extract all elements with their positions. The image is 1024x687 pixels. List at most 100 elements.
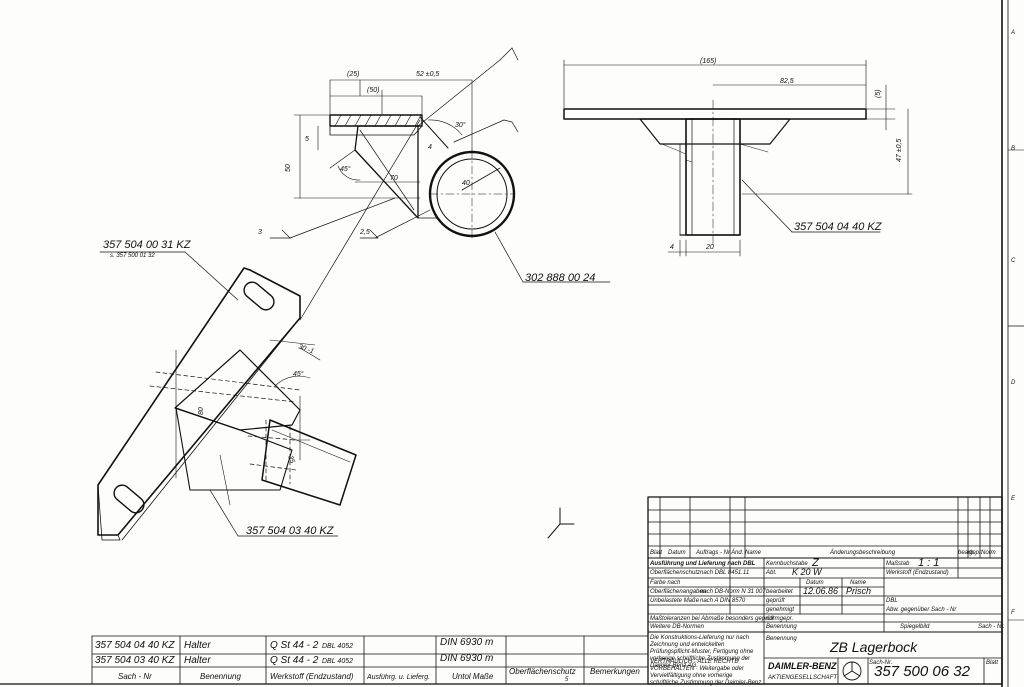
dim-80: 80 — [198, 407, 205, 415]
tb-name-label: Name — [850, 580, 867, 586]
zone-c: C — [1011, 258, 1016, 264]
iso-view — [97, 251, 357, 541]
tb-farbe: Farbe nach — [650, 580, 681, 586]
tb-head-aend: Änd. Name — [731, 550, 762, 556]
parts-head-oberflaeche: Oberflächenschutz — [509, 667, 576, 676]
tb-unbelastete: Unbelastete Maße — [650, 598, 700, 604]
tb-sachnr-small: Sach - Nr. — [978, 624, 1005, 630]
part-label-bottom: 357 504 03 40 KZ — [246, 525, 334, 537]
tb-blatt-label: Blatt — [986, 660, 999, 666]
dim-5-right: (5) — [875, 89, 882, 98]
parts-head-benennung: Benennung — [200, 672, 241, 681]
tb-oberflaechenangaben-norm: nach DB-Norm N 31 007 — [700, 589, 766, 595]
company-name: DAIMLER-BENZ — [768, 661, 837, 671]
dim-40: 40 — [462, 180, 470, 187]
tb-benennung-small: Benennung — [766, 624, 797, 630]
tb-head-bearb: bearb. — [958, 550, 976, 556]
tb-abweichung: Abw. gegenüber Sach - Nr — [886, 607, 957, 613]
tb-geprueft-label: geprüft — [766, 598, 785, 604]
tb-benennung-label: Benennung — [766, 636, 797, 642]
drawing-number: 357 500 06 32 — [874, 663, 970, 680]
dim-25: (25) — [347, 71, 360, 78]
dim-4: 4 — [428, 144, 432, 151]
dim-3: 3 — [258, 229, 262, 236]
tb-head-auftrag: Auftrags - Nr — [696, 550, 731, 556]
zone-e: E — [1011, 496, 1016, 502]
drawing-title: ZB Lagerbock — [830, 639, 918, 655]
parts-row1-werkstoff: Q St 44 - 2 — [270, 640, 319, 651]
tb-genehmigt-label: genehmigt — [766, 607, 795, 613]
dim-165: (165) — [700, 58, 717, 65]
dim-25b: 2,5 — [360, 229, 370, 236]
parts-row2-nr: 357 504 03 40 KZ — [95, 655, 175, 666]
tb-sachnr-label: Sach-Nr. — [869, 660, 893, 666]
tb-ausfuehrung: Ausführung und Lieferung nach DBL — [650, 561, 756, 567]
dim-30deg: 30° — [455, 122, 466, 129]
tb-datum-label: Datum — [806, 580, 824, 586]
dim-4b: 4 — [670, 244, 674, 251]
zone-a: A — [1011, 30, 1016, 36]
zone-d: D — [1011, 380, 1016, 386]
parts-row1-nr: 357 504 04 40 KZ — [95, 640, 175, 651]
tb-bearbeitet-label: bearbeitet — [766, 589, 793, 595]
dim-47: 47 ±0,5 — [896, 138, 903, 162]
parts-head-bemerkungen: Bemerkungen — [590, 667, 640, 676]
tb-werkstoff-label: Werkstoff (Endzustand) — [886, 570, 949, 576]
parts-row1-dbl: DBL 4052 — [322, 643, 354, 650]
dim-5: 5 — [305, 136, 309, 143]
dim-70: 70 — [390, 175, 398, 182]
parts-list-grid — [91, 635, 649, 685]
part-label-tube: 302 888 00 24 — [525, 272, 596, 284]
tb-head-gepr: gepr. — [969, 550, 983, 556]
dim-50-vertical: 50 — [285, 164, 292, 172]
tb-head-norm: Norm — [981, 550, 996, 556]
parts-row2-din: DIN 6930 m — [440, 653, 494, 664]
part-label-right: 357 504 04 40 KZ — [794, 221, 882, 233]
parts-head-sach: Sach - Nr — [118, 672, 152, 681]
tb-bearbeitet-date: 12.06.86 — [803, 586, 839, 596]
tb-legal-text: Die Konstruktions-Lieferung nur nach Zei… — [650, 635, 754, 669]
parts-head-untol: Untol Maße — [452, 672, 494, 681]
zone-f: F — [1011, 610, 1015, 616]
tb-massstab-label: Maßstab — [886, 561, 910, 567]
tb-legal-text-2: VERTRAULICH · ALLE RECHTE VORBEHALTEN · … — [650, 659, 762, 686]
tb-massstab-value: 1 : 1 — [918, 557, 940, 569]
company-sub: AKTIENGESELLSCHAFT — [768, 675, 838, 681]
front-view — [563, 59, 913, 257]
dim-825: 82,5 — [780, 78, 794, 85]
parts-row1-din: DIN 6930 m — [440, 637, 494, 648]
tb-oberflaechenangaben: Oberflächenangaben — [650, 589, 707, 595]
part-label-top: 357 504 00 31 KZ — [103, 239, 191, 251]
axis-symbol-icon — [547, 507, 575, 539]
parts-row2-name: Halter — [184, 655, 211, 666]
tb-head-blatt: Blatt — [650, 550, 663, 556]
parts-row2-werkstoff: Q St 44 - 2 — [270, 655, 319, 666]
tb-head-beschreibung: Änderungsbeschreibung — [830, 550, 896, 556]
tb-kennbuchstabe-value: Z — [812, 557, 819, 569]
tb-abt-label: Abt. — [766, 570, 777, 576]
parts-head-ausfuehrung: Ausführg. u. Lieferg. — [367, 674, 431, 681]
tb-oberflaechenschutz: Oberflächenschutz — [650, 570, 701, 576]
tb-dbl-label: DBL — [886, 598, 898, 604]
zone-number: 5 — [565, 677, 569, 683]
dim-45-a: 45° — [340, 166, 351, 173]
tb-spiegelbild: Spiegelbild — [900, 624, 930, 630]
tb-normgepr-label: normgepr. — [766, 616, 794, 622]
dim-20: 20 — [706, 244, 714, 251]
tb-head-datum: Datum — [668, 550, 686, 556]
parts-row2-dbl: DBL 4052 — [322, 658, 354, 665]
tb-masstoleranzen: Maßtoleranzen bei Abmaße besonders geprü… — [650, 616, 774, 622]
tb-abt-value: K 20 W — [792, 567, 822, 577]
zone-b: B — [1011, 146, 1016, 152]
tb-kennbuchstabe: Kennbuchstabe — [766, 561, 808, 567]
dim-50: (50) — [367, 87, 380, 94]
dim-52: 52 ±0,5 — [416, 71, 440, 78]
dim-45-b: 45° — [293, 371, 304, 378]
tb-bearbeitet-name: Prisch — [846, 586, 872, 596]
tb-weitere-normen: Weitere DB-Normen — [650, 624, 704, 630]
mercedes-star-icon — [842, 661, 862, 681]
part-label-top-sub: s. 357 500 01 32 — [110, 253, 155, 259]
tb-oberflaechenschutz-dbl: nach DBL 8451.11 — [700, 570, 750, 576]
